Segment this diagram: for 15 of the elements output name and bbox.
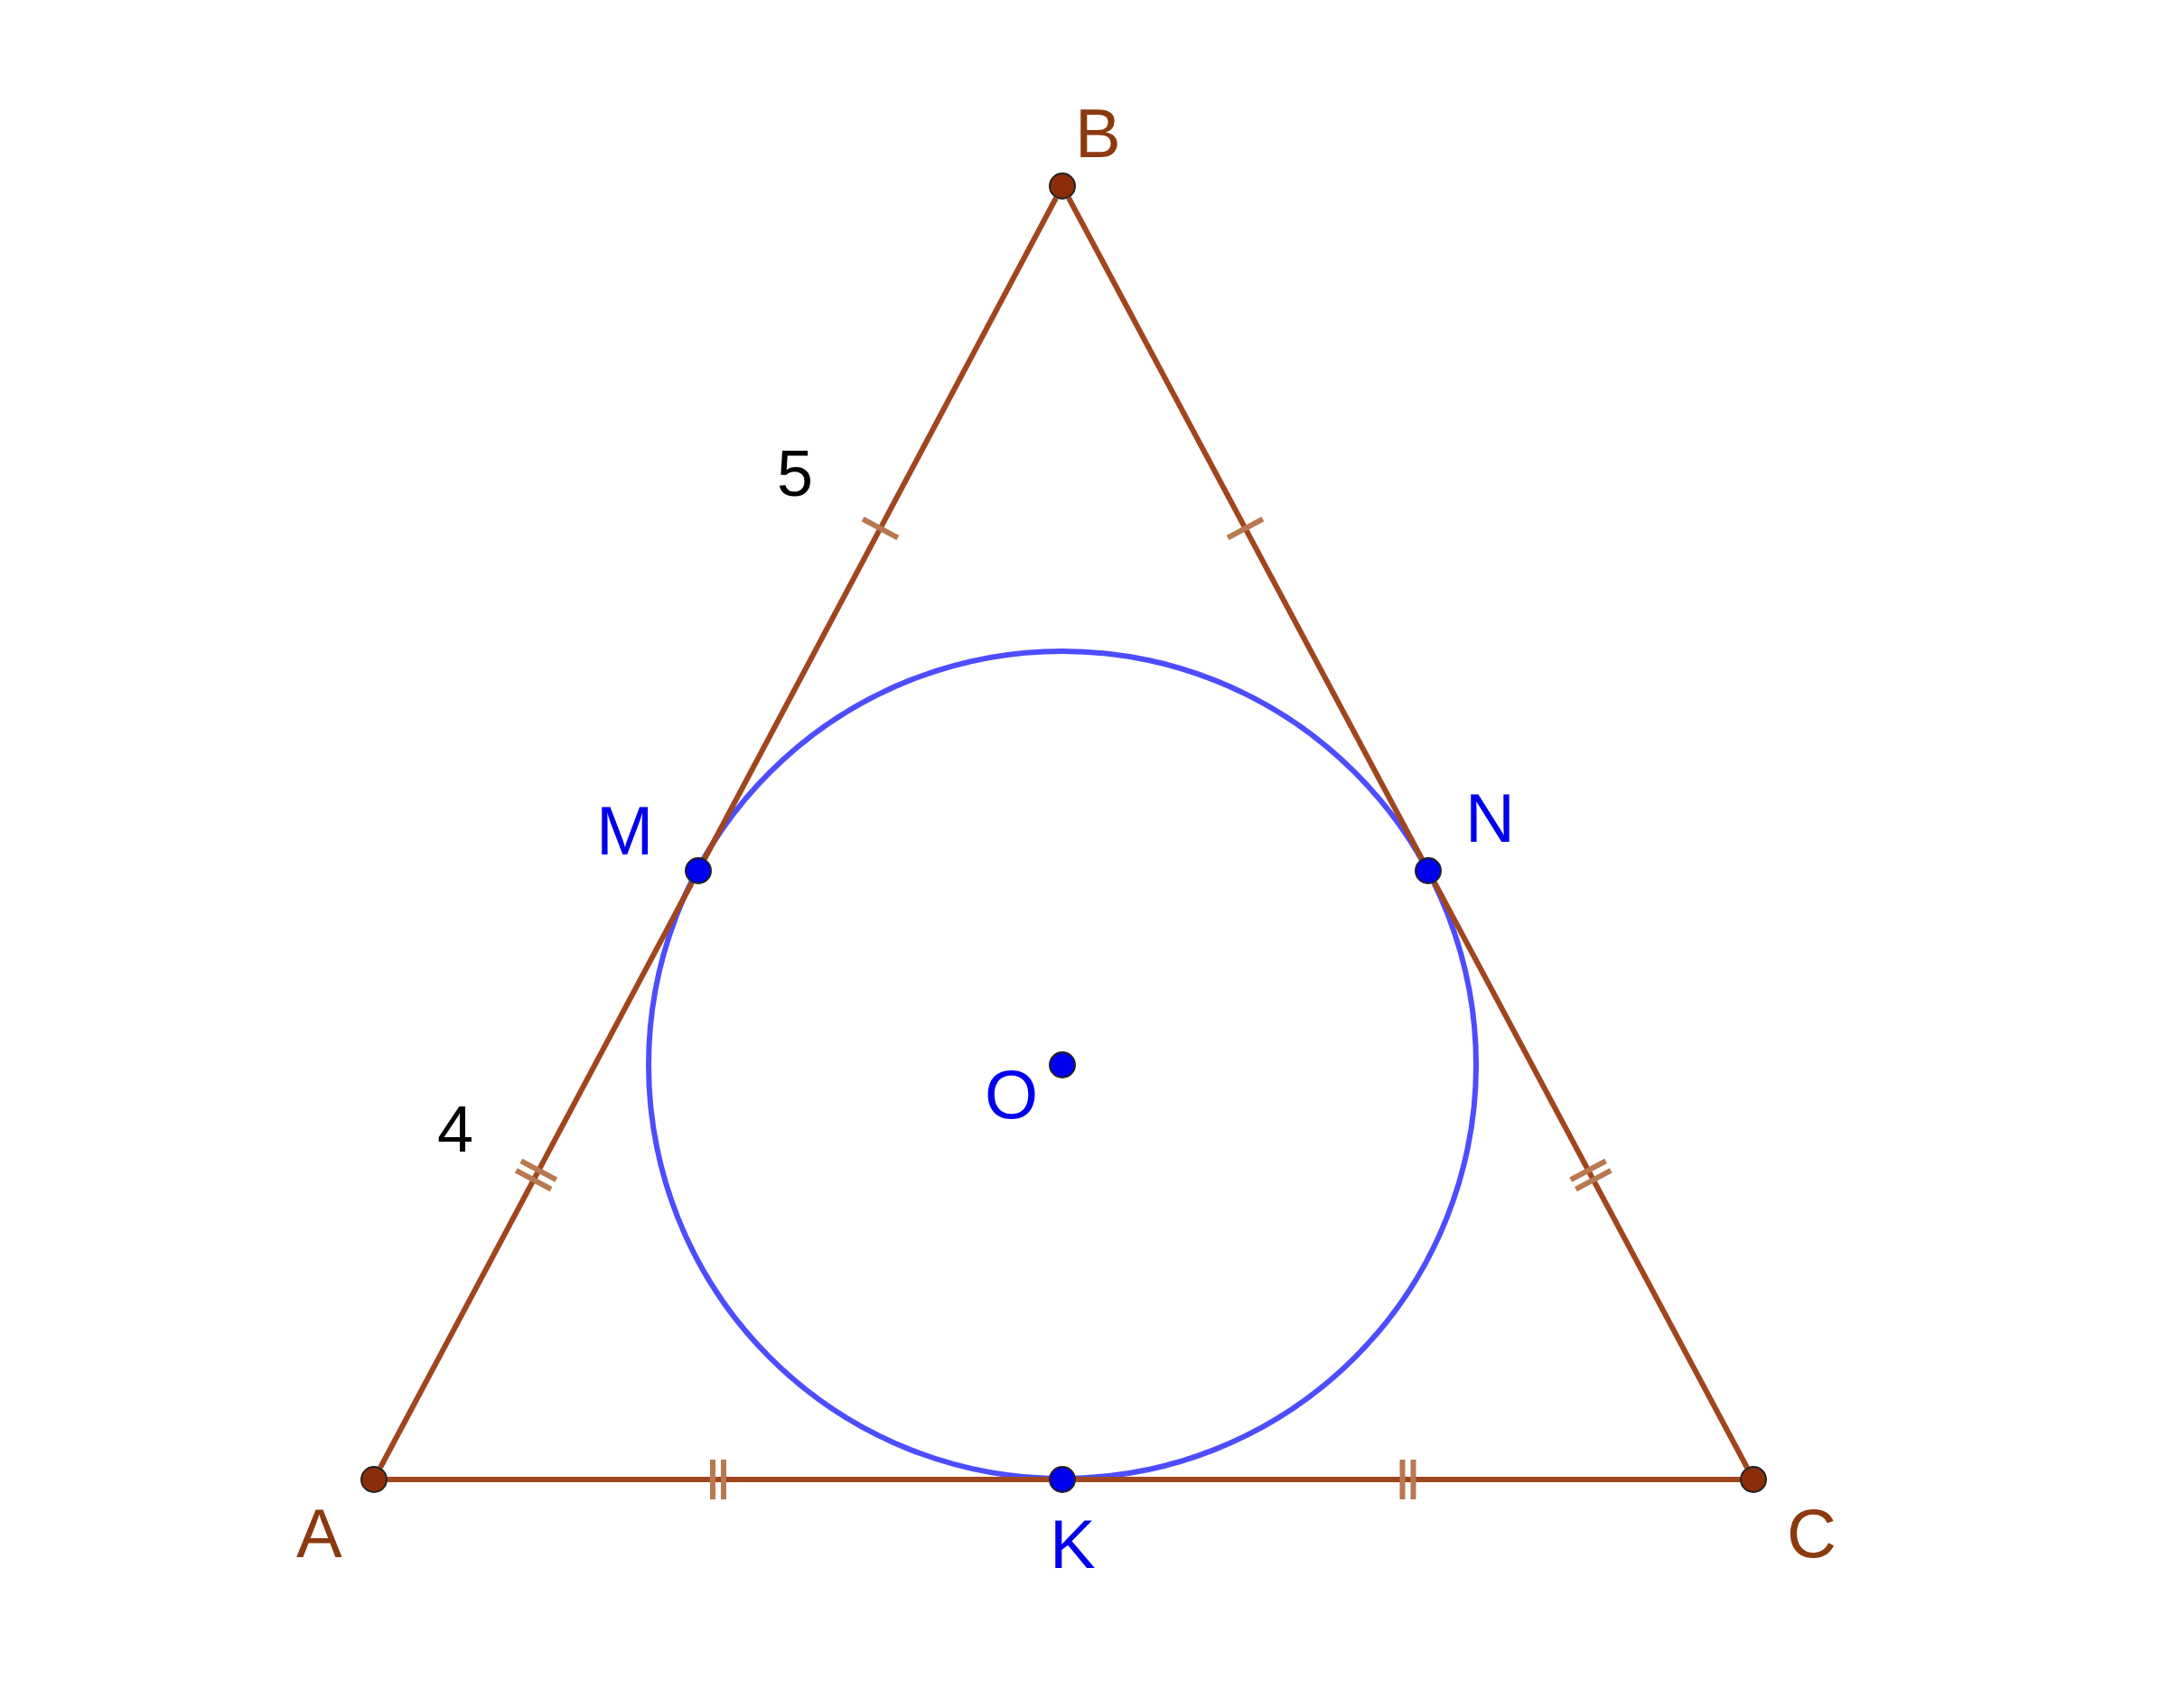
length-label: 4 [437,1095,474,1163]
triangle-side [1066,196,1425,861]
point-label: O [985,1059,1039,1131]
point-label: M [596,795,654,867]
triangle-side [1432,881,1750,1470]
point-label: N [1465,782,1515,854]
triangle-side [702,196,1059,861]
triangle-side [388,1477,1049,1482]
point-label: A [296,1498,342,1570]
point-label: K [1050,1508,1096,1581]
triangle-side [1076,1477,1740,1482]
length-label: 5 [777,439,814,508]
triangle-side [378,881,695,1470]
point-label: C [1787,1498,1837,1570]
point-label: B [1075,98,1121,170]
